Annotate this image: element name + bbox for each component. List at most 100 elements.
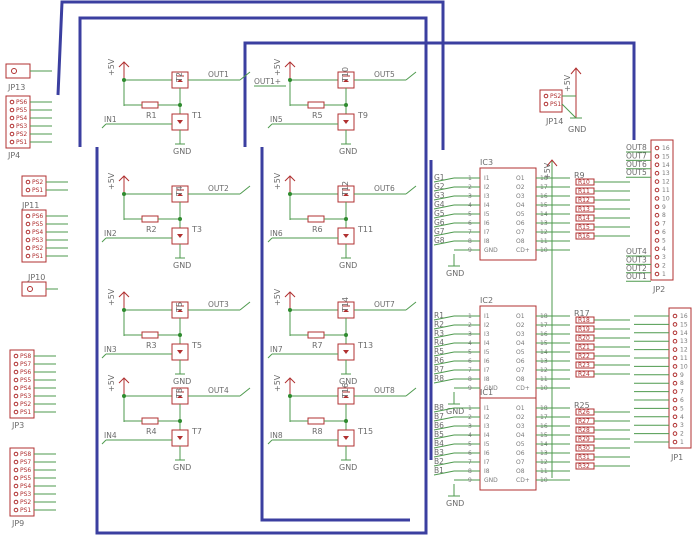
connector-pin bbox=[25, 187, 31, 193]
connector-pin-label: 9 bbox=[680, 372, 684, 379]
connector-pin-label: PS8 bbox=[20, 451, 31, 458]
ic-pin-name: O4 bbox=[516, 202, 525, 209]
vcc-label: +5V bbox=[273, 288, 282, 306]
ic-input-net: B7 bbox=[434, 412, 444, 421]
resistor-ref: R10 bbox=[578, 179, 590, 186]
ic-input-net: R8 bbox=[434, 374, 444, 383]
wire bbox=[101, 123, 107, 129]
ic-pin-name: CD+ bbox=[516, 247, 530, 254]
vcc-label: +5V bbox=[107, 172, 116, 190]
ic-pin-number: 3 bbox=[468, 331, 472, 338]
connector-pin bbox=[672, 431, 678, 436]
connector-pin-label: 7 bbox=[680, 389, 684, 396]
ic-input-net: G2 bbox=[434, 182, 445, 191]
ic-pin-number: 9 bbox=[468, 385, 472, 392]
connector-ref: JP10 bbox=[27, 273, 45, 282]
resistor-ref: R5 bbox=[312, 111, 323, 120]
connector-pin-label: PS2 bbox=[16, 131, 27, 138]
wire bbox=[267, 123, 273, 129]
connector-pin bbox=[9, 107, 15, 113]
connector-pin bbox=[654, 238, 660, 243]
ic-pin-number: 5 bbox=[468, 211, 472, 218]
connector-pin-label: PS8 bbox=[20, 353, 31, 360]
connector-pin-label: 1 bbox=[662, 271, 666, 278]
connector-pin-label: PS6 bbox=[16, 99, 27, 106]
vcc-arrow bbox=[284, 175, 296, 182]
transistor-ref: T4 bbox=[175, 186, 184, 197]
output-net-label: OUT1 bbox=[208, 70, 229, 79]
connector-pin-label: 11 bbox=[662, 187, 670, 194]
resistor-ref: R13 bbox=[578, 206, 590, 213]
connector-pin-label: 14 bbox=[680, 330, 688, 337]
ic-pin-number: 5 bbox=[468, 441, 472, 448]
ic-input-net: B6 bbox=[434, 421, 444, 430]
wire bbox=[101, 439, 107, 445]
junction-dot bbox=[344, 419, 348, 423]
transistor-ref: T9 bbox=[357, 111, 368, 120]
connector-pin bbox=[672, 414, 678, 420]
wire bbox=[101, 237, 107, 243]
transistor-diode bbox=[177, 79, 183, 82]
resistor-ref: R19 bbox=[578, 326, 590, 333]
connector-pin bbox=[672, 313, 678, 319]
resistor-symbol bbox=[141, 417, 159, 425]
connector-pin bbox=[13, 483, 19, 489]
ic-input-net: G1 bbox=[434, 173, 445, 182]
ic-pin-name: CD+ bbox=[516, 477, 530, 484]
resistor-ref: R15 bbox=[578, 224, 590, 231]
resistor-symbol bbox=[141, 101, 159, 109]
transistor-ref: T3 bbox=[191, 225, 202, 234]
connector-pin-label: PS2 bbox=[32, 245, 43, 252]
connector-pin bbox=[13, 401, 19, 407]
transistor-diode bbox=[343, 436, 349, 440]
ic-pin-name: I7 bbox=[484, 367, 490, 374]
connector-ref: JP14 bbox=[545, 117, 563, 126]
ic-pin-number: 4 bbox=[468, 340, 472, 347]
connector-pin-label: PS1 bbox=[16, 139, 27, 146]
ic-pin-name: I8 bbox=[484, 376, 490, 383]
connector-body bbox=[21, 175, 47, 197]
connector-pin bbox=[654, 196, 660, 201]
connector-ref: JP11 bbox=[21, 201, 39, 210]
connector-pin bbox=[13, 499, 19, 505]
gnd-label: GND bbox=[339, 261, 357, 270]
ic-pin-name: I7 bbox=[484, 459, 490, 466]
connector-body bbox=[21, 209, 47, 263]
ic-ref: IC2 bbox=[480, 296, 493, 305]
junction-dot bbox=[344, 103, 348, 107]
ic-pin-number: 8 bbox=[468, 238, 472, 245]
wire bbox=[239, 71, 251, 81]
connector-pin-label: PS2 bbox=[20, 401, 31, 408]
vcc-arrow bbox=[118, 61, 130, 68]
connector-ref: JP9 bbox=[11, 519, 24, 528]
connector-body bbox=[9, 447, 35, 517]
connector-body bbox=[5, 95, 31, 149]
wire bbox=[405, 185, 417, 195]
connector-pin bbox=[654, 187, 660, 193]
connector-pin bbox=[25, 237, 31, 243]
connector-pin bbox=[13, 393, 19, 399]
transistor-ref: T12 bbox=[341, 181, 350, 197]
connector-pin-label: PS2 bbox=[550, 93, 561, 100]
connector-pin bbox=[9, 99, 15, 105]
ic-pin-name: O4 bbox=[516, 340, 525, 347]
ic-input-net: R2 bbox=[434, 320, 444, 329]
resistor-ref: R18 bbox=[578, 317, 590, 324]
connector-pin bbox=[13, 451, 19, 457]
ic-pin-name: O5 bbox=[516, 441, 525, 448]
connector-pin bbox=[25, 253, 31, 259]
output-net-label: OUT5 bbox=[374, 70, 395, 79]
connector-pin bbox=[672, 338, 678, 344]
connector-pin bbox=[13, 459, 19, 465]
ic-input-net: G3 bbox=[434, 191, 445, 200]
ic-pin-name: O1 bbox=[516, 175, 525, 182]
junction-dot bbox=[178, 419, 182, 423]
connector-pin bbox=[672, 380, 678, 386]
connector-pin bbox=[11, 68, 17, 74]
gnd-label: GND bbox=[446, 407, 464, 416]
ic-pin-name: I6 bbox=[484, 220, 490, 227]
connector-pin bbox=[654, 221, 660, 226]
resistor-ref: R30 bbox=[578, 445, 590, 452]
